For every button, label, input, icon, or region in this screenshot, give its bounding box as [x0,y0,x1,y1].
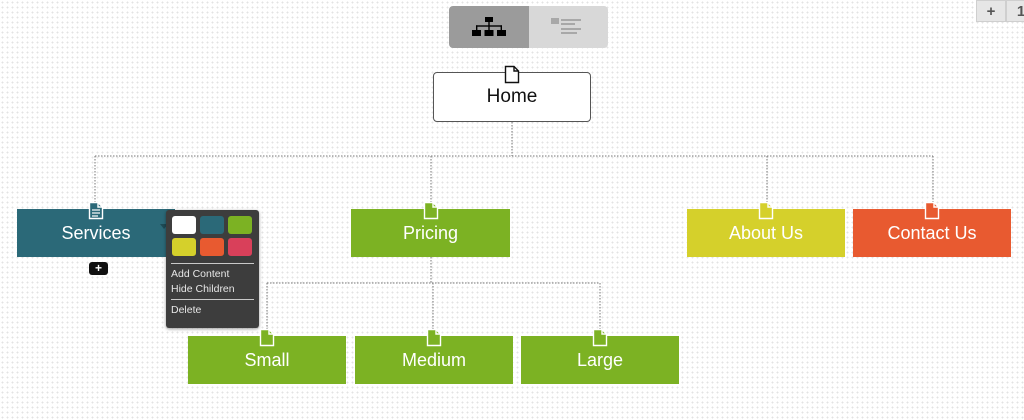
zoom-in-button[interactable]: + [976,0,1006,22]
page-icon [259,328,275,347]
node-medium[interactable]: Medium [355,328,513,384]
page-icon [426,328,442,347]
node-home[interactable]: Home [433,65,591,122]
page-icon [423,201,438,220]
page-content-icon [88,201,104,220]
zoom-out-button[interactable]: 1 [1006,0,1024,22]
node-label: Large [576,349,624,370]
page-icon [758,201,774,220]
node-label: Small [244,349,290,370]
color-swatch-teal[interactable] [200,216,224,234]
node-small[interactable]: Small [188,328,346,384]
page-icon [504,65,520,84]
zoom-controls: + 1 [976,0,1024,22]
node-label: Services [61,222,131,243]
menu-item-delete[interactable]: Delete [171,304,202,316]
menu-item-add-content[interactable]: Add Content [171,268,230,280]
node-about-us[interactable]: About Us [687,201,845,257]
node-contact-us[interactable]: Contact Us [853,201,1011,257]
node-label: Medium [401,349,467,370]
view-toggle [449,6,608,48]
sitemap-tree-icon [471,17,506,36]
color-swatch-orange[interactable] [200,238,224,256]
node-large[interactable]: Large [521,328,679,384]
node-context-menu: Add Content Hide Children Delete [166,210,259,328]
node-label: Pricing [402,222,459,243]
node-label: About Us [728,222,804,243]
node-label: Contact Us [887,222,977,243]
menu-divider [171,263,254,264]
node-pricing[interactable]: Pricing [351,201,510,257]
color-swatch-yellow[interactable] [172,238,196,256]
sitemap-view-button[interactable] [449,6,529,48]
color-swatch-green[interactable] [228,216,252,234]
outline-view-button[interactable] [528,6,608,48]
caret-down-icon[interactable] [160,224,168,229]
page-icon [592,328,608,347]
color-swatch-grid [171,216,254,256]
menu-item-hide-children[interactable]: Hide Children [171,283,235,295]
outline-list-icon [551,18,582,34]
color-swatch-white[interactable] [172,216,196,234]
node-services[interactable]: Services [17,201,175,257]
page-icon [924,201,940,220]
menu-divider [171,299,254,300]
add-child-button[interactable]: + [89,262,108,275]
color-swatch-red[interactable] [228,238,252,256]
node-label: Home [486,86,538,107]
